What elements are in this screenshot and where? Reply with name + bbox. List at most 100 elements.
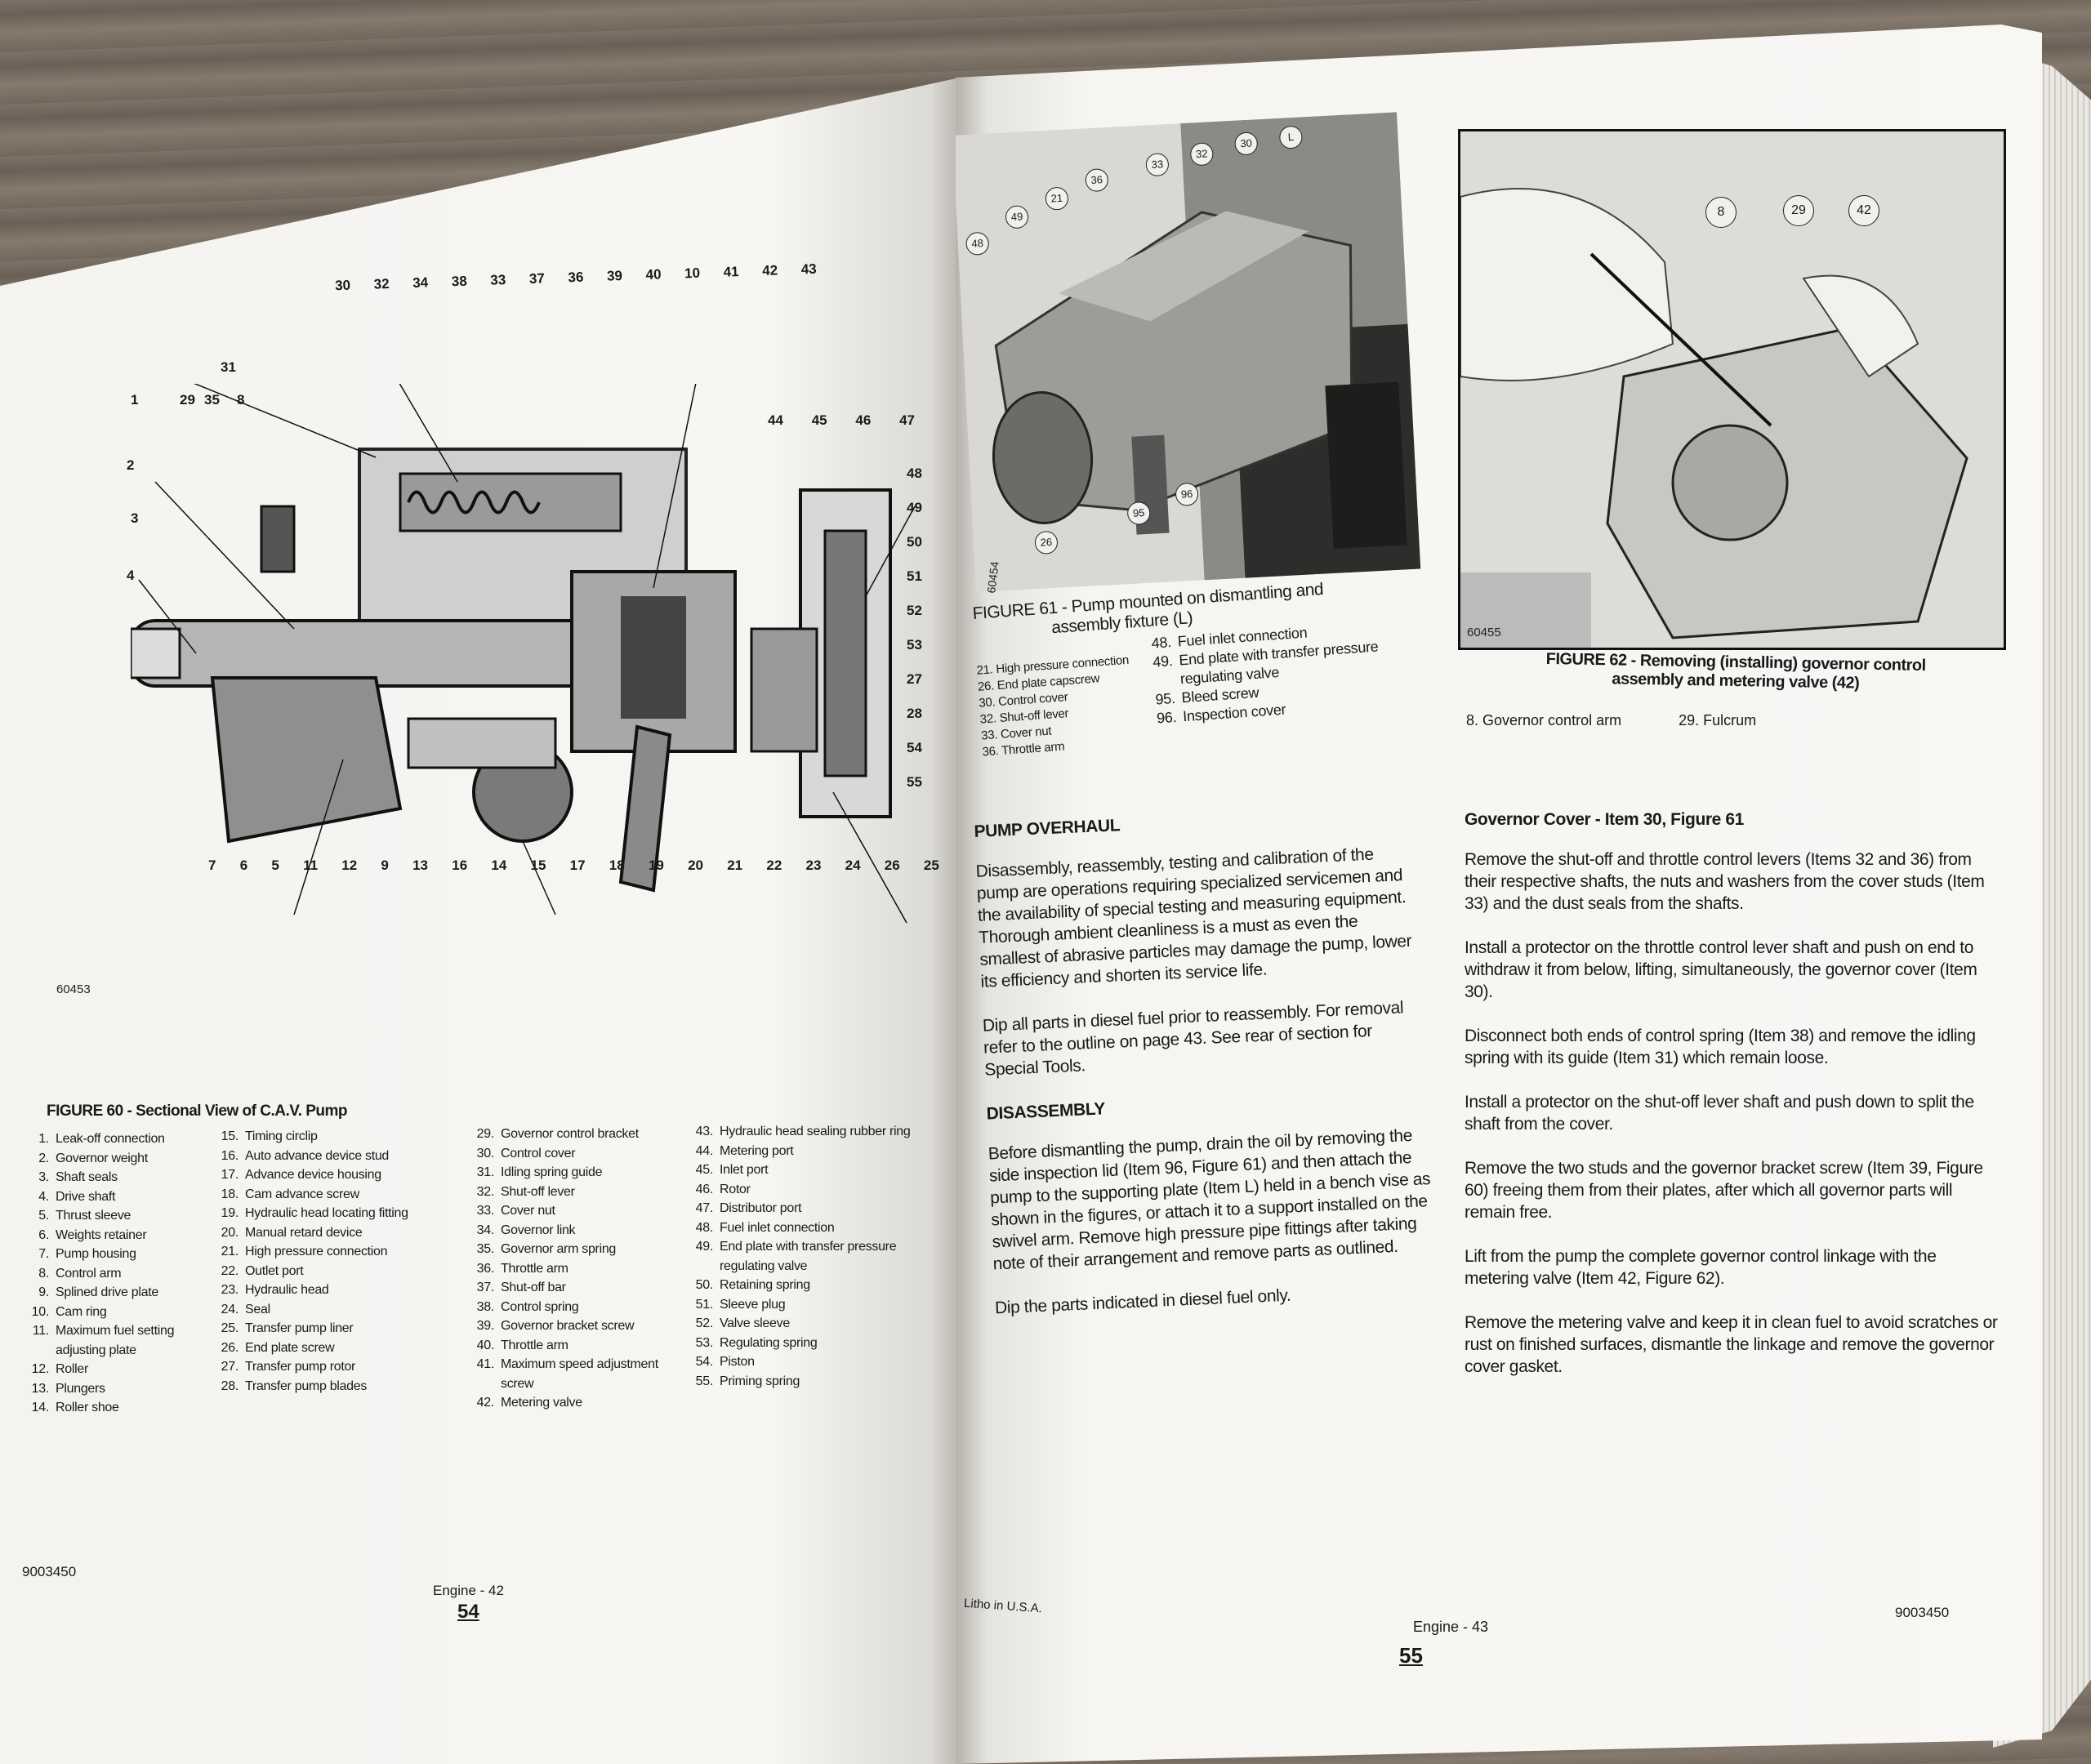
legend-item: 35. Governor arm spring	[470, 1240, 694, 1259]
legend-number: 17.	[221, 1168, 239, 1182]
instruction-paragraph: Remove the metering valve and keep it in…	[1465, 1313, 1998, 1376]
legend-item: 19.Hydraulic head locating fitting	[214, 1204, 451, 1223]
legend-item: 48. Fuel inlet connection	[689, 1218, 925, 1238]
legend-item: 51.Sleeve plug	[689, 1295, 925, 1315]
legend-number: 28.	[221, 1379, 239, 1393]
legend-item: 31.Idling spring guide	[470, 1163, 694, 1183]
legend-number: 44.	[695, 1143, 714, 1158]
legend-number: 46.	[695, 1182, 714, 1196]
legend-item: 2.Governor weight	[25, 1149, 212, 1169]
legend-number: 20.	[221, 1225, 239, 1240]
instruction-paragraph: Install a protector on the throttle cont…	[1465, 938, 1977, 1001]
legend-label: Priming spring	[720, 1374, 800, 1388]
callout-number: 34	[412, 274, 429, 291]
legend-number: 96.	[1156, 708, 1177, 727]
legend-label: Maximum speed adjustment screw	[501, 1357, 658, 1391]
callout-number: 40	[645, 266, 662, 283]
legend-label: Splined drive plate	[56, 1285, 158, 1299]
legend-item: 54.Piston	[689, 1352, 925, 1372]
legend-number: 11.	[32, 1324, 49, 1338]
callout-number: 21	[727, 858, 743, 873]
legend-number: 18.	[221, 1187, 239, 1201]
figure-61-caption-block: FIGURE 61 - Pump mounted on dismantling …	[972, 572, 1439, 761]
figure-62-legend-item: 8. Governor control arm	[1466, 712, 1622, 728]
legend-number: 23.	[221, 1283, 239, 1297]
figure-62-image-id: 60455	[1467, 626, 1501, 639]
callout-number: 44	[768, 412, 783, 428]
legend-label: Control cover	[501, 1146, 576, 1160]
legend-number: 40.	[476, 1338, 495, 1352]
legend-item: 21.High pressure connection	[214, 1242, 451, 1262]
pump-photo-illustration	[956, 112, 1421, 592]
legend-number: 25.	[221, 1321, 239, 1335]
legend-item: 29.Governor control bracket	[470, 1125, 694, 1144]
legend-number: 8.	[38, 1266, 49, 1281]
legend-number: 43.	[695, 1125, 714, 1138]
callout-number: 42	[761, 262, 778, 279]
legend-label: Roller shoe	[56, 1401, 119, 1414]
legend-item: 5.Thrust sleeve	[25, 1206, 212, 1226]
legend-label: Fuel inlet connection	[720, 1220, 835, 1235]
legend-label: Idling spring guide	[501, 1165, 603, 1179]
legend-number: 9.	[38, 1285, 49, 1299]
governor-photo-illustration	[1460, 131, 2004, 648]
legend-number: 48.	[695, 1220, 714, 1235]
legend-label: Seal	[245, 1302, 270, 1316]
legend-item: 25.Transfer pump liner	[214, 1319, 451, 1339]
instruction-paragraph: Remove the two studs and the governor br…	[1465, 1159, 1983, 1222]
legend-label: Throttle arm	[501, 1261, 568, 1276]
legend-item: 40.Throttle arm	[470, 1336, 694, 1356]
legend-number: 33.	[476, 1204, 495, 1218]
legend-label: Governor arm spring	[501, 1242, 617, 1256]
figure-62-legend-item: 29. Fulcrum	[1679, 712, 1757, 728]
legend-number: 55.	[695, 1374, 714, 1388]
callout-number: 14	[491, 858, 507, 873]
legend-number: 10.	[31, 1304, 50, 1319]
legend-item: 30.Control cover	[470, 1144, 694, 1164]
legend-label: Transfer pump blades	[245, 1379, 368, 1393]
callout-number: 49	[907, 500, 922, 515]
legend-label: Outlet port	[245, 1263, 304, 1278]
legend-label: Weights retainer	[56, 1227, 147, 1242]
legend-number: 49.	[1152, 653, 1174, 670]
legend-label: Metering port	[720, 1143, 794, 1158]
instruction-paragraph: Install a protector on the shut-off leve…	[1465, 1093, 1974, 1134]
legend-item: 37.Shut-off bar	[470, 1278, 694, 1298]
paragraph-dip-parts: Dip all parts in diesel fuel prior to re…	[982, 998, 1404, 1080]
legend-label: Hydraulic head	[245, 1283, 329, 1297]
legend-number: 38.	[476, 1299, 495, 1314]
legend-item: 28. Transfer pump blades	[214, 1377, 451, 1396]
callout-number: 27	[907, 671, 922, 687]
legend-number: 35.	[476, 1242, 495, 1256]
callout-number: 45	[811, 412, 827, 428]
callout-number: 22	[766, 858, 782, 873]
legend-item: 36.Throttle arm	[470, 1259, 694, 1279]
legend-number: 15.	[221, 1129, 239, 1143]
legend-number: 45.	[695, 1163, 714, 1177]
legend-label: End plate screw	[245, 1340, 335, 1355]
figure-62-legend: 8. Governor control arm 29. Fulcrum	[1466, 712, 1756, 729]
legend-label: Roller	[56, 1362, 88, 1376]
legend-item: 42.Metering valve	[470, 1393, 694, 1413]
legend-label: Advance device housing	[245, 1168, 381, 1182]
callout-number: 12	[341, 858, 358, 873]
legend-label: High pressure connection	[245, 1245, 388, 1258]
legend-item: 38.Control spring	[470, 1298, 694, 1317]
legend-label: Governor weight	[56, 1151, 148, 1165]
legend-item: 41.Maximum speed adjustment screw	[470, 1355, 694, 1393]
legend-item: 24.Seal	[214, 1300, 451, 1320]
legend-item: 22.Outlet port	[214, 1262, 451, 1281]
legend-label: Cover nut	[501, 1204, 555, 1218]
figure-60-caption: FIGURE 60 - Sectional View of C.A.V. Pum…	[47, 1102, 348, 1120]
callout-number: 25	[923, 858, 939, 873]
legend-label: Timing circlip	[245, 1129, 318, 1143]
callout-number: 41	[723, 264, 739, 280]
callout-circle: 8	[1705, 197, 1737, 228]
